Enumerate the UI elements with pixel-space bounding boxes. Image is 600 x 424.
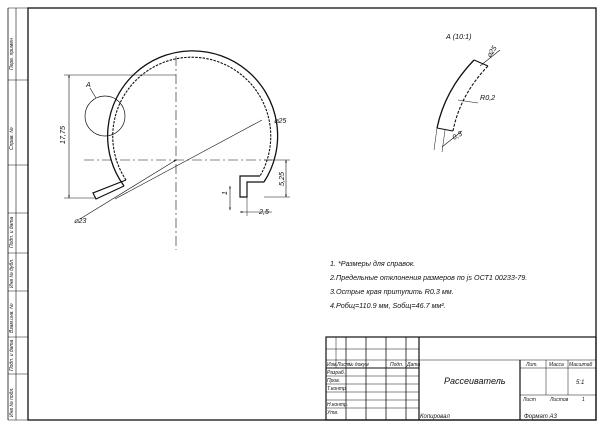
detail-thickness-label: 0,3 <box>451 129 464 142</box>
left-label-sprav: Справ. № <box>9 127 15 150</box>
left-label-perv-primen: Перв. примен <box>9 38 15 70</box>
tb-row-tkontr: Т.контр. <box>327 386 347 392</box>
sheet-frame <box>7 7 597 421</box>
title-block-text: Изм. Лист № докум Подп. Дата Разраб. Про… <box>327 362 593 416</box>
tb-col-doc: № докум <box>348 362 369 368</box>
tb-col-podp: Подп. <box>390 362 403 368</box>
left-label-podp-data-2: Подп. и дата <box>9 339 15 371</box>
detail-edge-top <box>473 59 489 67</box>
note-2: 2.Предельные отклонения размеров по js О… <box>329 273 527 282</box>
bottom-format: Формат А3 <box>524 414 557 420</box>
bottom-copied: Копировал <box>420 414 450 420</box>
callout-a-leader <box>89 87 97 99</box>
detail-title: А (10:1) <box>445 32 472 41</box>
tb-head-masshtab: Масштаб <box>569 362 593 368</box>
tb-col-data: Дата <box>406 362 420 368</box>
notes: 1. *Размеры для справок. 2.Предельные от… <box>329 259 527 310</box>
dim-lip-thickness-label: 1 <box>220 191 229 195</box>
title-block <box>325 336 597 421</box>
tb-col-list: Лист <box>336 362 350 368</box>
detail-view: А (10:1) ⌀25 R0,2 0,3 <box>433 32 501 153</box>
left-label-vzam-inv: Взам.инв. № <box>9 303 15 333</box>
detail-edge-bottom <box>436 127 454 132</box>
detail-thick-leader <box>441 130 463 148</box>
dim-lip-width-label: 2,5 <box>258 207 270 216</box>
detail-inner-arc <box>452 65 489 132</box>
dim-height-label: 17,75 <box>58 125 67 144</box>
detail-radius-label: R0,2 <box>480 93 495 102</box>
dim-lip-height-label: 5,25 <box>277 171 286 186</box>
detail-thick-ext <box>433 127 438 151</box>
callout-a-label: А <box>85 80 91 89</box>
tb-sheet-label: Лист <box>522 397 536 403</box>
dia25-leader <box>114 119 263 200</box>
tb-part-name: Рассеиватель <box>444 376 506 386</box>
profile-inner-arc <box>112 56 272 181</box>
left-label-inv-podl: Инв № подл. <box>9 387 15 417</box>
note-3: 3.Острые края притупить R0.3 мм. <box>330 287 454 296</box>
profile-lip-right <box>239 175 264 198</box>
dia23-leader <box>79 159 177 220</box>
tb-sheets-label: Листов <box>549 397 569 403</box>
tb-head-lit: Лит. <box>525 362 538 368</box>
detail-radius-leader <box>457 99 479 104</box>
note-1: 1. *Размеры для справок. <box>330 259 415 268</box>
tb-col-izm: Изм. <box>327 362 338 368</box>
callout-a-circle <box>84 95 126 137</box>
note-4: 4.Pобщ=110.9 мм, Sобщ=46.7 мм². <box>330 301 446 310</box>
tb-row-nkontr: Н.контр. <box>327 402 348 408</box>
main-view: 17,75 ⌀25 ⌀23 5,25 1 2,5 А <box>58 50 290 250</box>
detail-dia-label: ⌀25 <box>484 43 499 59</box>
tb-head-massa: Масса <box>549 362 564 368</box>
profile-lip-left <box>92 179 127 200</box>
tb-scale: 5:1 <box>576 380 584 386</box>
dim-inner-dia-label: ⌀23 <box>74 216 86 225</box>
tb-row-utv: Утв. <box>327 410 338 416</box>
tb-row-prov: Пров. <box>327 378 340 384</box>
profile-outer-arc <box>106 50 279 187</box>
detail-outer-arc <box>436 59 475 129</box>
left-label-inv-dubl: Инв № дубл. <box>9 259 15 288</box>
tb-row-razrab: Разраб. <box>327 370 345 376</box>
dim-outer-dia-label: ⌀25 <box>274 116 287 125</box>
left-column-labels: Перв. примен Справ. № Подп. и дата Инв №… <box>9 38 15 417</box>
detail-thick-ext2 <box>441 129 446 153</box>
detail-dia-leader <box>479 49 501 67</box>
tb-sheets-count: 1 <box>582 397 585 403</box>
left-label-podp-data-1: Подп. и дата <box>9 216 15 248</box>
